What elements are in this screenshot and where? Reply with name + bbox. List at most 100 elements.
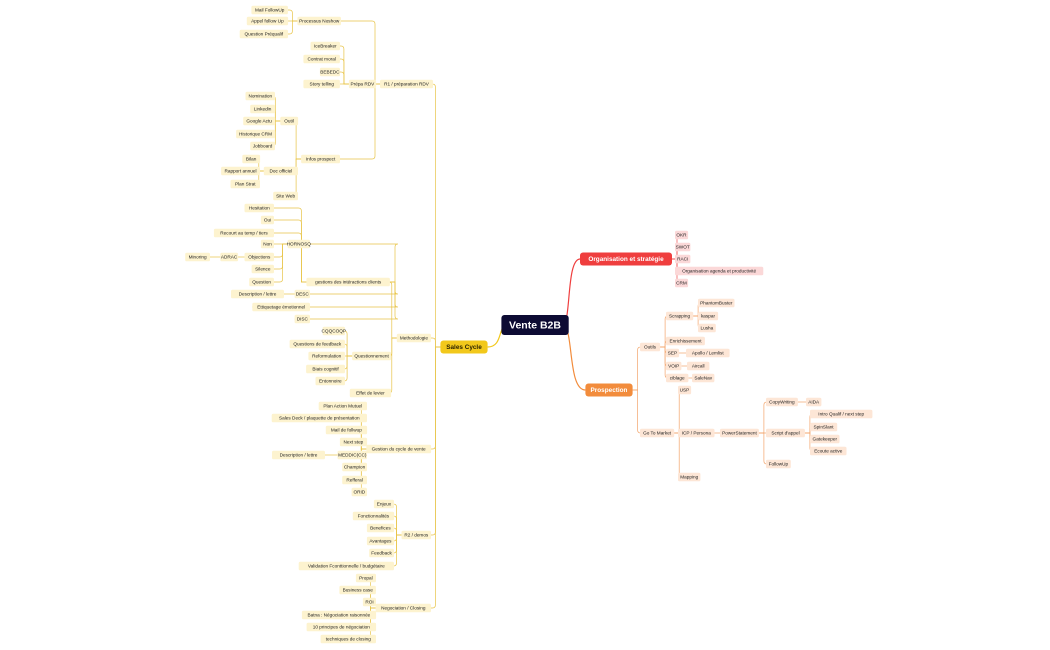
node-meddic-cc[interactable]: MEDDIC(CC) <box>337 450 368 460</box>
node-bebedc[interactable]: BEBEDC <box>319 67 340 77</box>
node-site-web[interactable]: Site Web <box>273 191 298 201</box>
node-orid[interactable]: ORID <box>351 487 367 497</box>
node-google-actu[interactable]: Google Actu <box>243 116 276 126</box>
node-benefices[interactable]: Benefices <box>366 523 395 533</box>
node-description-lettre[interactable]: Description / lettre <box>272 450 325 460</box>
node-hornosq[interactable]: HORNOSQ <box>287 239 312 249</box>
node-outil[interactable]: Outil <box>280 116 299 126</box>
node-organisation-et-strategie[interactable]: Organisation et stratégie <box>580 252 672 266</box>
node-adrac[interactable]: ADRAC <box>220 252 239 262</box>
node-usp[interactable]: USP <box>678 385 692 395</box>
node-raci[interactable]: RACI <box>675 254 691 264</box>
node-voip[interactable]: VOIP <box>666 361 682 371</box>
node-appel-follow-up[interactable]: Appel follow Up <box>246 16 289 26</box>
node-business-case[interactable]: Business case <box>339 585 376 595</box>
node-infos-prospect[interactable]: Infos prospect <box>301 154 340 164</box>
node-desc[interactable]: DESC <box>294 289 310 299</box>
node-doc-officiel[interactable]: Doc officiel <box>263 166 298 176</box>
node-gestions-des-interactions-clients[interactable]: gestions des intéractions clients <box>306 277 390 287</box>
node-go-to-market[interactable]: Go To Market <box>640 428 675 438</box>
node-refferal[interactable]: Refferal <box>342 475 367 485</box>
node-mapping[interactable]: Mapping <box>678 472 701 482</box>
node-non[interactable]: Non <box>260 239 274 249</box>
node-sales-deck-plaquette-de-presentation[interactable]: Sales Deck / plaquette de présentation <box>271 413 367 423</box>
node-enjeux[interactable]: Enjeux <box>373 499 394 509</box>
node-ettiquetage-emotionnel[interactable]: Ettiquetage émotionnel <box>252 302 310 312</box>
node-contrat-moral[interactable]: Contrat moral <box>303 54 340 64</box>
node-crm[interactable]: CRM <box>675 278 689 288</box>
node-outils[interactable]: Outils <box>640 342 661 352</box>
node-phantombuster[interactable]: PhantomBuster <box>698 298 735 308</box>
node-description-lettre[interactable]: Description / lettre <box>231 289 284 299</box>
node-spinslant[interactable]: SpinSlant <box>810 422 838 432</box>
node-r2-demos[interactable]: R2 / demos <box>401 530 432 540</box>
node-followup[interactable]: FollowUp <box>766 459 791 469</box>
node-recourt-au-temp-tiers[interactable]: Recourt au temp / tiers <box>213 228 274 238</box>
node-propal[interactable]: Propal <box>355 573 376 583</box>
node-feedback[interactable]: Feedback <box>369 548 394 558</box>
node-next-step[interactable]: Next step <box>339 437 368 447</box>
node-gatekeeper[interactable]: Gatekeeper <box>810 434 840 444</box>
node-aircall[interactable]: Aircall <box>687 361 710 371</box>
node-ciblage[interactable]: ciblage <box>666 373 689 383</box>
node-salenav[interactable]: SaleNav <box>692 373 715 383</box>
node-lusha[interactable]: Lusha <box>698 323 716 333</box>
node-plan-strat[interactable]: Plan Strat <box>230 179 261 189</box>
node-silence[interactable]: Silence <box>251 264 274 274</box>
node-minoring[interactable]: Minoring <box>185 252 210 262</box>
node-script-d-appel[interactable]: Script d'appel <box>766 428 805 438</box>
node-entonnoire[interactable]: Entonnoire <box>315 376 346 386</box>
node-copywriting[interactable]: CopyWriting <box>766 397 798 407</box>
node-questionnement[interactable]: Questionnement <box>352 351 391 361</box>
node-icebreaker[interactable]: IceBreaker <box>310 41 341 51</box>
node-enrichissement[interactable]: Enrichissement <box>666 336 705 346</box>
node-methodologie[interactable]: Methodologie <box>396 333 431 343</box>
node-objections[interactable]: Objections <box>244 252 275 262</box>
node-processus-noshow[interactable]: Processus Noshow <box>297 16 341 26</box>
node-10-principes-de-negociation[interactable]: 10 principes de négociation <box>306 622 377 632</box>
node-plan-action-mutuel[interactable]: Plan Action Mutuel <box>318 401 367 411</box>
node-rapport-annuel[interactable]: Rapport annuel <box>221 166 260 176</box>
node-kaspar[interactable]: kaspar <box>698 311 719 321</box>
node-questions-de-feedback[interactable]: Questions de feedback <box>289 339 345 349</box>
node-mail-de-follwup[interactable]: Mail de follwup <box>325 425 368 435</box>
node-nomination[interactable]: Nomination <box>245 91 276 101</box>
node-gestion-du-cycle-de-vente[interactable]: Gestion du cycle de vente <box>366 444 432 454</box>
node-ecoute-active[interactable]: Ecoute active <box>810 446 847 456</box>
node-question[interactable]: Question <box>249 277 274 287</box>
node-vente-b2b[interactable]: Vente B2B <box>501 315 569 335</box>
node-scrapping[interactable]: Scrapping <box>666 311 694 321</box>
node-fonctionnalites[interactable]: Fonctionnalités <box>352 511 395 521</box>
node-swot[interactable]: SWOT <box>675 242 691 252</box>
node-techniques-de-closing[interactable]: techniques de closing <box>320 634 376 644</box>
node-okr[interactable]: OKR <box>675 230 689 240</box>
node-biais-cognitif[interactable]: Biais cognitif <box>306 364 345 374</box>
node-hesitation[interactable]: Hesitation <box>244 203 275 213</box>
node-validation-fconttionnelle-budgetaire[interactable]: Validation Fconttionnelle / budgétaire <box>298 561 394 571</box>
node-bilan[interactable]: Bilan <box>242 154 261 164</box>
node-sep[interactable]: SEP <box>666 348 680 358</box>
node-negociation-closing[interactable]: Negociation / Closing <box>375 603 431 613</box>
node-prospection[interactable]: Prospection <box>585 383 633 397</box>
node-roi[interactable]: ROI <box>362 597 376 607</box>
node-intro-qualif-next-step[interactable]: Intro Qualif / next step <box>810 409 873 419</box>
node-batna-negociation-raisonnee[interactable]: Batna : Négociation raisonnée <box>301 610 377 620</box>
node-mail-followup[interactable]: Mail FollowUp <box>251 5 288 15</box>
node-aida[interactable]: AIDA <box>806 397 822 407</box>
node-question-prequalif[interactable]: Question Préqualif <box>239 29 288 39</box>
node-champion[interactable]: Champion <box>342 462 367 472</box>
node-disc[interactable]: DISC <box>294 314 310 324</box>
node-effet-de-levier[interactable]: Effet de levier <box>349 388 392 398</box>
node-linkedin[interactable]: Linkedin <box>250 104 275 114</box>
node-icp-persona[interactable]: ICP / Persona <box>678 428 715 438</box>
node-reformulation[interactable]: Reformulation <box>308 351 345 361</box>
node-organisation-agenda-et-productivite[interactable]: Organisation agenda et productivité <box>675 266 764 276</box>
node-powerstatement[interactable]: PowerStatement <box>720 428 759 438</box>
node-prepa-rdv[interactable]: Prépa RDV <box>348 79 377 89</box>
node-oui[interactable]: Oui <box>260 215 274 225</box>
node-r1-preparation-rdv[interactable]: R1 / préparation RDV <box>380 79 433 89</box>
node-apollo-lemlist[interactable]: Apollo / Lemlist <box>686 348 730 358</box>
node-jobboard[interactable]: Jobboard <box>250 141 275 151</box>
node-story-telling[interactable]: Story telling <box>303 79 340 89</box>
node-sales-cycle[interactable]: Sales Cycle <box>440 340 488 354</box>
